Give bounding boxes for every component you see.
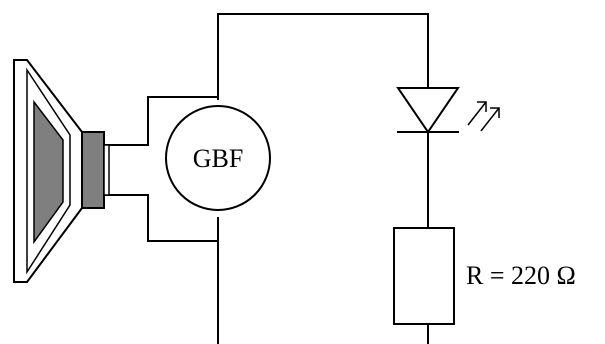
loudspeaker-icon	[13, 59, 110, 283]
loudspeaker-cone	[33, 99, 64, 245]
wire-speaker-lower	[105, 194, 219, 242]
loudspeaker-back-plate	[103, 144, 110, 196]
resistor-rectangle	[393, 227, 455, 325]
loudspeaker-magnet	[81, 131, 105, 209]
circuit-wires	[105, 13, 429, 344]
led-triangle	[396, 87, 460, 134]
led-light-arrows-icon	[467, 101, 500, 132]
resistor: R = 220 Ω	[393, 227, 576, 325]
gbf-label: GBF	[193, 144, 244, 173]
resistor-label: R = 220 Ω	[466, 261, 576, 290]
led-diode-icon	[396, 87, 500, 134]
loudspeaker-inner-frame	[26, 67, 71, 275]
wire-speaker-upper	[105, 96, 219, 146]
gbf-generator: GBF	[165, 105, 271, 211]
gbf-generator-circle	[165, 105, 271, 211]
